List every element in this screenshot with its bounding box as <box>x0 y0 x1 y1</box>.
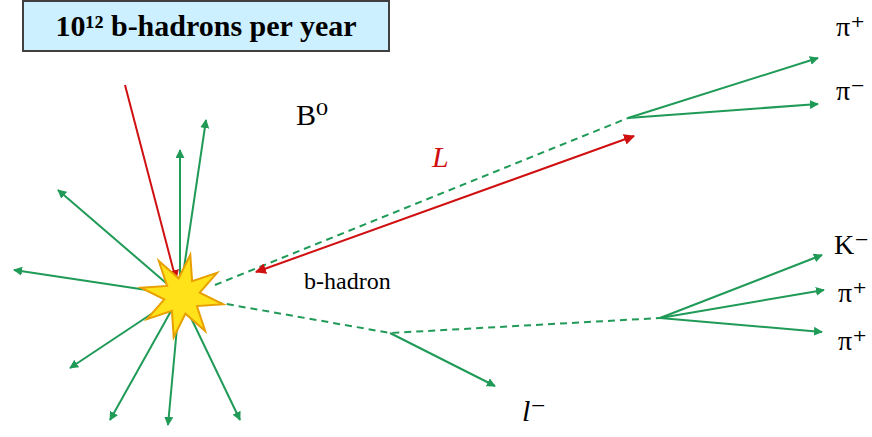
length-label: L <box>432 140 449 173</box>
particle-label: b-hadron <box>304 268 391 294</box>
particle-label: l⁻ <box>522 394 546 427</box>
title-text: 10¹² b-hadrons per year <box>55 9 356 43</box>
particle-label: B⁰ <box>296 98 328 131</box>
title-box: 10¹² b-hadrons per year <box>22 0 390 52</box>
particle-label: π⁺ <box>838 278 867 309</box>
particle-label: K⁻ <box>834 230 869 261</box>
particle-label: π⁻ <box>836 76 865 107</box>
particle-label: π⁺ <box>838 326 867 357</box>
particle-label: π⁺ <box>836 12 865 43</box>
